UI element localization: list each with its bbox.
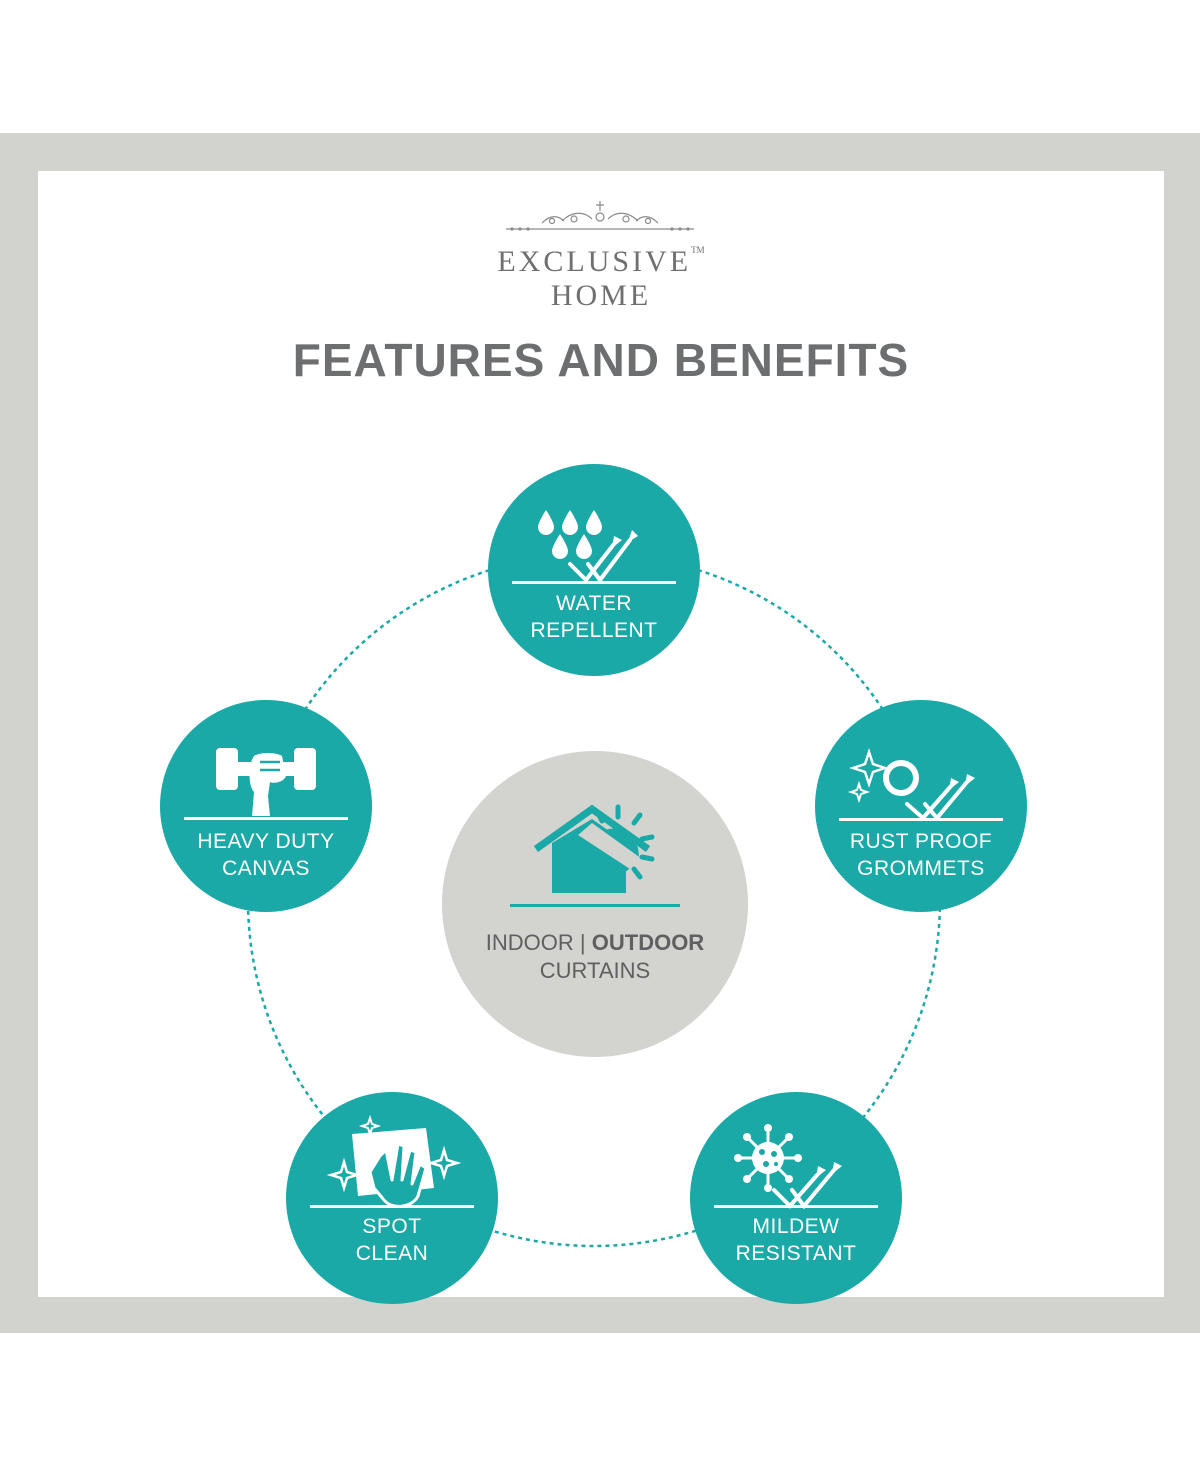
house-sun-icon bbox=[510, 804, 680, 907]
feature-label: MILDEW RESISTANT bbox=[735, 1215, 857, 1265]
center-label: INDOOR | OUTDOOR CURTAINS bbox=[485, 930, 705, 983]
brand-name: EXCLUSIVE bbox=[497, 245, 692, 278]
feature-rust-proof-grommets: RUST PROOF GROMMETS bbox=[815, 700, 1027, 912]
feature-water-repellent: WATER REPELLENT bbox=[488, 464, 700, 676]
grommet-sparkle-icon bbox=[839, 748, 1003, 822]
trademark: TM bbox=[691, 245, 705, 255]
feature-label: WATER REPELLENT bbox=[530, 592, 658, 642]
brand-line-2: HOME bbox=[550, 279, 652, 312]
hand-wipe-icon bbox=[310, 1114, 474, 1208]
feature-heavy-duty-canvas: HEAVY DUTY CANVAS bbox=[160, 700, 372, 912]
page-title: FEATURES AND BENEFITS bbox=[292, 334, 910, 386]
feature-label: RUST PROOF GROMMETS bbox=[849, 830, 993, 880]
feature-label: HEAVY DUTY CANVAS bbox=[197, 830, 335, 880]
content-panel: EXCLUSIVETM HOME FEATURES AND BENEFITS bbox=[38, 171, 1164, 1304]
ornament-icon bbox=[506, 201, 694, 231]
feature-spot-clean: SPOT CLEAN bbox=[286, 1092, 498, 1304]
feature-label: SPOT CLEAN bbox=[355, 1215, 429, 1265]
outer-frame: EXCLUSIVETM HOME FEATURES AND BENEFITS bbox=[0, 133, 1200, 1333]
dumbbell-hand-icon bbox=[184, 748, 348, 820]
feature-mildew-resistant: MILDEW RESISTANT bbox=[690, 1092, 902, 1304]
center-indoor-outdoor: INDOOR | OUTDOOR CURTAINS bbox=[442, 751, 748, 1057]
mildew-germ-icon bbox=[714, 1124, 878, 1210]
water-drops-repel-icon bbox=[512, 510, 676, 584]
brand-line-1: EXCLUSIVETM bbox=[38, 245, 1164, 279]
